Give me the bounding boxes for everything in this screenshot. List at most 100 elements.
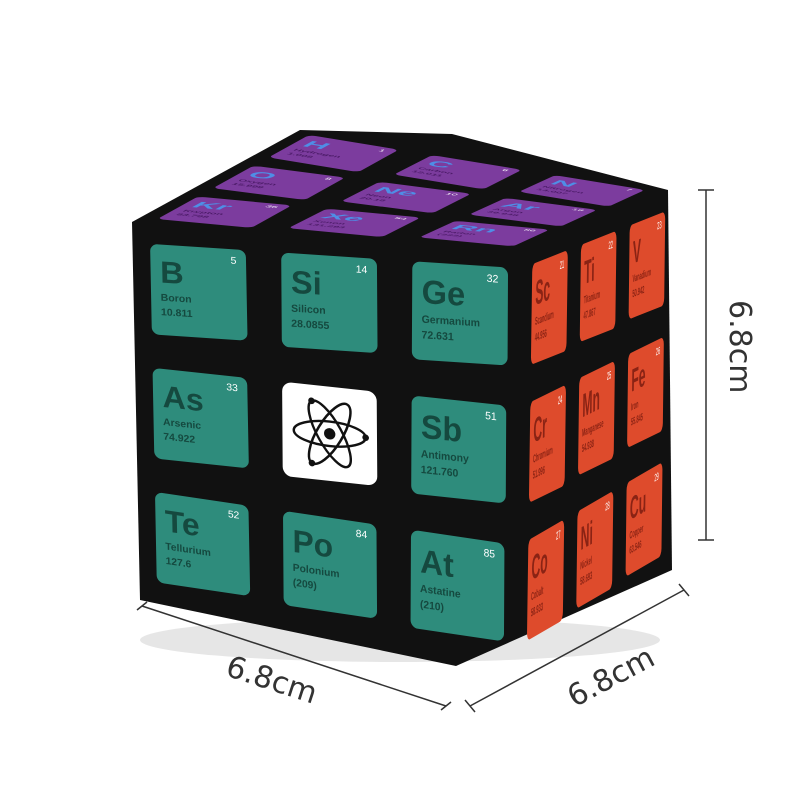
element-symbol: Cr — [533, 405, 547, 451]
element-symbol: Ti — [584, 251, 595, 292]
atomic-number: 1 — [377, 149, 388, 153]
element-name: Hydrogen — [292, 148, 343, 158]
element-name: Carbon — [416, 167, 456, 175]
element-name: Antimony — [421, 448, 469, 465]
tile-background — [579, 231, 617, 342]
atomic-number: 5 — [230, 256, 236, 267]
atomic-number: 6 — [500, 169, 511, 173]
element-symbol: Rn — [447, 224, 503, 234]
atomic-mass: 39.948 — [485, 211, 521, 217]
atomic-mass: 121.760 — [421, 464, 459, 480]
tile-background — [530, 251, 568, 364]
element-symbol: Cu — [630, 484, 647, 528]
tile-background — [215, 166, 343, 200]
atomic-mass: 127.6 — [166, 556, 192, 571]
element-name: Astatine — [420, 583, 461, 601]
element-name: Oxygen — [236, 179, 278, 187]
atomic-mass: 47.867 — [584, 305, 596, 322]
width-tick-right — [440, 701, 452, 711]
depth-tick-right — [678, 583, 690, 597]
tile-background — [410, 530, 505, 641]
atomic-number: 25 — [607, 369, 612, 383]
atomic-mass: 14.007 — [535, 188, 570, 195]
cube-right-face: Sc21Scandium44.956Ti22Titanium47.867V23V… — [527, 212, 666, 640]
atomic-number: 27 — [556, 527, 561, 543]
element-name: Silicon — [291, 304, 326, 317]
atomic-number: 14 — [356, 265, 368, 277]
atomic-number: 7 — [624, 189, 634, 192]
atomic-mass: 51.996 — [533, 463, 545, 482]
width-tick-left — [136, 601, 148, 611]
atomic-number: 24 — [558, 392, 563, 407]
atomic-mass: (210) — [420, 598, 444, 614]
tile-background — [521, 175, 643, 206]
element-symbol: As — [162, 379, 204, 418]
tile-background — [152, 368, 249, 468]
atomic-mass: 83.798 — [174, 213, 211, 219]
atomic-number: 10 — [444, 192, 461, 196]
tile-background — [159, 197, 290, 228]
width-dimension-line — [141, 605, 447, 707]
atomic-number: 54 — [393, 217, 410, 221]
atomic-mass: 15.999 — [230, 182, 267, 189]
tile-background — [421, 221, 548, 246]
tile-background — [576, 492, 614, 608]
atomic-number: 28 — [605, 499, 610, 513]
element-symbol: Co — [531, 540, 548, 589]
atomic-number: 26 — [656, 344, 661, 358]
element-symbol: Po — [292, 523, 333, 565]
tile-background — [625, 463, 663, 576]
element-name: Radon — [441, 230, 478, 235]
atomic-number: 36 — [263, 205, 280, 209]
atomic-number: 21 — [560, 257, 565, 272]
element-symbol: Xe — [317, 212, 371, 223]
element-name: Iron — [631, 398, 639, 413]
element-name: Argon — [491, 208, 526, 214]
tile-background — [411, 261, 508, 366]
atomic-number: 23 — [657, 219, 662, 233]
atomic-mass: (209) — [293, 578, 317, 593]
atomic-mass: 44.956 — [535, 326, 547, 344]
depth-tick-left — [464, 699, 476, 713]
depth-dimension-line — [469, 589, 685, 707]
atomic-mass: 28.0855 — [291, 319, 329, 332]
element-symbol: Te — [165, 504, 200, 543]
tile-background — [281, 253, 378, 353]
element-name: Boron — [161, 293, 192, 306]
element-symbol: Sc — [535, 270, 550, 313]
tile-background — [529, 385, 566, 502]
element-name: Nickel — [580, 554, 592, 572]
atomic-number: 22 — [608, 238, 613, 252]
atomic-mass: 131.293 — [305, 223, 348, 229]
tile-background — [627, 338, 664, 447]
element-symbol: Ge — [422, 273, 466, 313]
tile-background — [628, 212, 666, 319]
element-name: Germanium — [422, 314, 481, 330]
element-name: Xenon — [311, 220, 347, 225]
atomic-number: 84 — [356, 529, 368, 542]
element-symbol: At — [420, 542, 454, 585]
atomic-number: 85 — [484, 547, 496, 561]
element-symbol: O — [242, 170, 282, 182]
element-symbol: Kr — [187, 200, 238, 212]
atom-icon — [292, 397, 369, 469]
atomic-mass: 72.631 — [421, 329, 453, 343]
front_face-tile — [282, 382, 378, 486]
